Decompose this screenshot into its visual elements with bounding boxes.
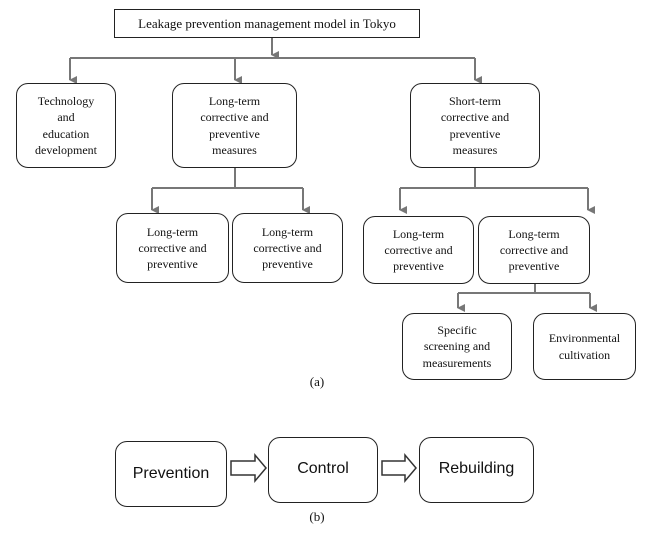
node-environmental-cultivation: Environmental cultivation bbox=[533, 313, 636, 380]
step-control: Control bbox=[268, 437, 378, 503]
node-short-term-measures: Short-term corrective and preventive mea… bbox=[410, 83, 540, 168]
caption-b: (b) bbox=[309, 509, 325, 524]
node-specific-screening: Specific screening and measurements bbox=[402, 313, 512, 380]
node-long-term-measures: Long-term corrective and preventive meas… bbox=[172, 83, 297, 168]
step-rebuilding: Rebuilding bbox=[419, 437, 534, 503]
node-st-child-2: Long-term corrective and preventive bbox=[478, 216, 590, 284]
node-technology-education: Technology and education development bbox=[16, 83, 116, 168]
diagram-title-box: Leakage prevention management model in T… bbox=[114, 9, 420, 38]
hollow-arrow-2 bbox=[381, 452, 417, 484]
node-lt-child-1: Long-term corrective and preventive bbox=[116, 213, 229, 283]
node-st-child-1: Long-term corrective and preventive bbox=[363, 216, 474, 284]
hollow-arrow-1 bbox=[230, 452, 267, 484]
node-lt-child-2: Long-term corrective and preventive bbox=[232, 213, 343, 283]
step-prevention: Prevention bbox=[115, 441, 227, 507]
caption-a: (a) bbox=[309, 374, 325, 389]
